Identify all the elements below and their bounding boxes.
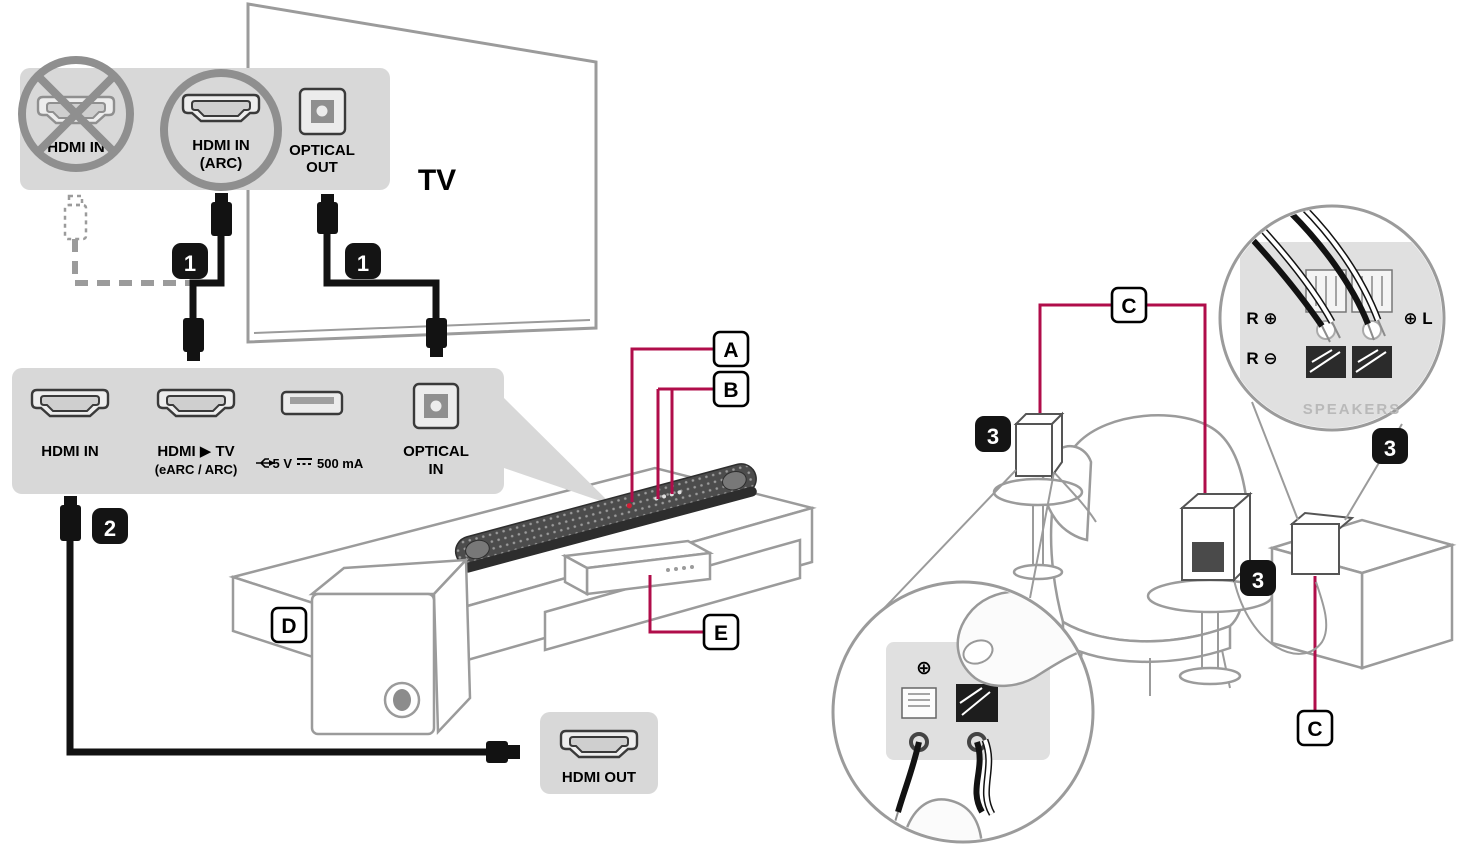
terminal-label-l-plus: ⊕ L <box>1403 309 1432 328</box>
prohibition-mark <box>18 56 134 172</box>
usb-current-label: 500 mA <box>317 456 364 471</box>
speaker-wire-right <box>1233 579 1328 655</box>
terminal-clamp-right <box>1352 346 1392 378</box>
x-mark <box>35 73 117 155</box>
subwoofer <box>308 556 472 736</box>
step1-number: 1 <box>184 251 196 276</box>
optical-in-label-1: OPTICAL <box>403 443 469 460</box>
terminal-label-r-plus: R ⊕ <box>1246 309 1277 328</box>
hdmi-out-label: HDMI OUT <box>562 769 636 786</box>
tv-optical-out-port-icon <box>298 87 347 136</box>
tv-hdmi-in-label: HDMI IN <box>47 139 105 156</box>
terminal-clamp-left <box>1306 346 1346 378</box>
usb-port-icon <box>280 390 344 416</box>
callout-e: E <box>702 613 740 651</box>
step3-badge-terminal: 3 <box>1372 428 1408 464</box>
callout-a-letter: A <box>723 339 738 362</box>
step1-number: 1 <box>357 251 369 276</box>
speaker-wires-bottom <box>891 738 996 833</box>
dashed-hdmi-cable <box>63 194 190 286</box>
media-device-buttons <box>666 565 694 572</box>
hdmi-tv-label: HDMI ▶ TV <box>157 443 234 460</box>
soundbar-speaker-left <box>465 539 490 560</box>
surround-speaker-right <box>1179 491 1253 583</box>
rear-speaker-scene: 3 3 C C <box>831 204 1457 844</box>
callout-c-letter: C <box>1121 295 1136 318</box>
optical-in-label-2: IN <box>429 461 444 478</box>
callout-e-letter: E <box>714 622 728 645</box>
soundbar-speaker-right <box>722 470 747 491</box>
fingernail <box>962 639 994 665</box>
speaker-wire-left <box>1051 469 1097 523</box>
speaker-on-cabinet <box>1289 511 1355 575</box>
step3-number: 3 <box>1252 568 1264 593</box>
zoom-circle-wire-connection: ⊕ <box>831 580 1095 844</box>
step3-number: 3 <box>987 424 999 449</box>
hdmi-out-cable <box>60 496 520 763</box>
hdmi-arc-cable <box>183 193 232 361</box>
callout-b-lines <box>656 387 714 499</box>
earc-arc-label: (eARC / ARC) <box>155 462 238 477</box>
dc-symbol <box>297 458 312 465</box>
terminal-plus-label: ⊕ <box>916 658 932 679</box>
usb-icon <box>256 458 275 468</box>
step3-badge-left: 3 <box>975 416 1011 452</box>
tv-optical-out-label-2: OUT <box>306 159 338 176</box>
clip-pressed <box>956 684 998 722</box>
callout-c-top: C <box>1110 286 1148 324</box>
tv-hdmi-arc-label-2: (ARC) <box>200 155 243 172</box>
usb-voltage-label: 5 V <box>272 456 292 471</box>
step3-number: 3 <box>1384 436 1396 461</box>
hdmi-in-label: HDMI IN <box>41 443 99 460</box>
tv-title: TV <box>418 164 456 197</box>
bookshelf-speaker-left <box>1013 411 1065 480</box>
soundbar <box>454 463 757 573</box>
callout-e-line <box>648 575 704 634</box>
callout-a: A <box>712 330 750 368</box>
side-table-left <box>992 477 1084 581</box>
zoom-leader-bottom <box>871 469 1055 622</box>
step2-number: 2 <box>104 516 116 541</box>
tv-optical-out-label-1: OPTICAL <box>289 142 355 159</box>
callout-b: B <box>712 370 750 408</box>
stand-shelf-opening <box>543 538 802 652</box>
tv-ports-panel: HDMI IN HDMI IN (ARC) OPTICAL OUT TV <box>18 56 456 197</box>
media-device <box>560 539 715 597</box>
arc-highlight-circle <box>160 69 282 191</box>
step2-badge: 2 <box>92 508 128 544</box>
callout-b-letter: B <box>723 379 738 402</box>
panel-pointer <box>504 398 612 505</box>
callout-c-bottom: C <box>1296 709 1334 747</box>
speaker-grille <box>1192 542 1224 572</box>
callout-d-letter: D <box>281 615 296 638</box>
speakers-label: SPEAKERS <box>1303 401 1402 418</box>
soundbar-status-led <box>626 503 632 509</box>
optical-cable <box>317 194 447 357</box>
callout-d: D <box>270 606 308 644</box>
soundbar-ports-panel: HDMI IN HDMI ▶ TV (eARC / ARC) 5 V 500 m… <box>12 368 504 494</box>
step3-badge-right: 3 <box>1240 560 1276 596</box>
step1-badge-hdmi: 1 <box>172 243 208 279</box>
clip-open <box>901 687 937 719</box>
callout-a-line <box>630 347 714 502</box>
terminal-label-r-minus: R ⊖ <box>1246 349 1277 368</box>
step1-badge-optical: 1 <box>345 243 381 279</box>
zoom-circle-speaker-terminal: R ⊕ R ⊖ ⊕ L SPEAKERS <box>1218 204 1446 432</box>
callout-c-letter: C <box>1307 718 1322 741</box>
tv-hdmi-arc-label-1: HDMI IN <box>192 137 250 154</box>
hdmi-out-panel: HDMI OUT <box>540 712 658 794</box>
optical-in-port-icon <box>412 382 460 430</box>
